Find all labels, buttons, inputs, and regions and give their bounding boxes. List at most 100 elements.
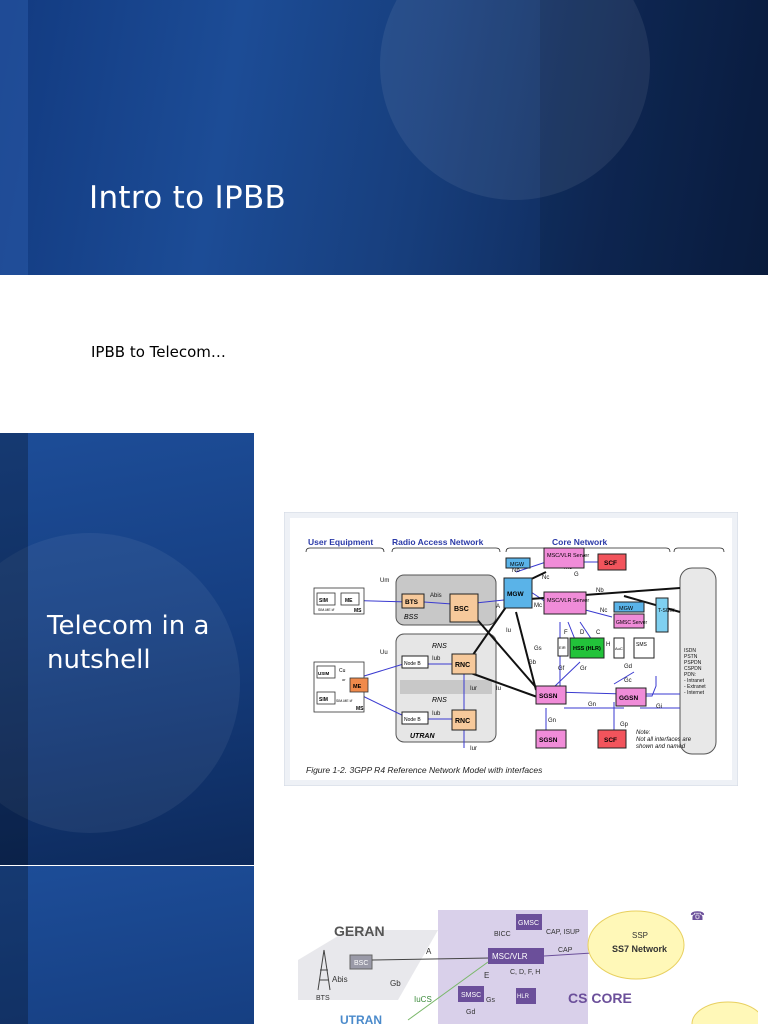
label-iub: Iub — [432, 711, 441, 717]
decorative-circle — [0, 533, 240, 833]
node-ggsn: GGSN — [619, 695, 638, 702]
slide-dark-band — [540, 0, 768, 275]
label-iub: Iub — [432, 656, 441, 662]
note-text: Note: — [636, 730, 651, 736]
label-nc: Nc — [542, 575, 549, 581]
slide-edge-strip — [0, 866, 28, 1024]
header-user-equipment: User Equipment — [308, 537, 373, 547]
label-nb: Nb — [512, 568, 520, 574]
header-radio-access-network: Radio Access Network — [392, 537, 484, 547]
node-me: ME — [345, 598, 353, 604]
section-title-line: nutshell — [47, 645, 151, 675]
node-auc: AuC — [615, 646, 623, 651]
label-g: G — [574, 572, 579, 578]
node-bts: BTS — [405, 599, 419, 606]
label-gf: Gf — [558, 666, 565, 672]
node-smsc: SMSC — [461, 992, 481, 999]
label-d: D — [580, 630, 585, 636]
section-slide-panel — [0, 866, 254, 1024]
label-gb: Gb — [390, 979, 401, 988]
note-text: Not all interfaces are — [636, 737, 692, 743]
label-cap-isup: CAP, ISUP — [546, 929, 580, 936]
figure-caption: Figure 1-2. 3GPP R4 Reference Network Mo… — [306, 765, 543, 775]
label-iur: Iur — [470, 746, 477, 752]
label-rns: RNS — [432, 697, 447, 704]
node-mgw: MGW — [510, 562, 525, 568]
node-sgsn: SGSN — [539, 737, 558, 744]
node-node-b: Node B — [404, 661, 421, 667]
pstn-label: PDN: — [684, 672, 696, 678]
label-gr: Gr — [580, 666, 587, 672]
node-sim: SIM — [319, 697, 328, 703]
slide-subtext: IPBB to Telecom… — [91, 343, 226, 361]
header-core-network: Core Network — [552, 537, 608, 547]
node-hss-hlr: HSS (HLR) — [573, 646, 601, 652]
pstn-label: - Extranet — [684, 684, 706, 690]
label-gc: Gc — [624, 678, 632, 684]
label-um: Um — [380, 578, 389, 584]
slide-edge-strip — [0, 433, 28, 865]
label-gd: Gd — [624, 664, 632, 670]
pstn-label: CSPDN — [684, 666, 702, 672]
label-gb: Gb — [528, 660, 537, 666]
label-gs: Gs — [486, 997, 495, 1004]
label-or: or — [342, 677, 346, 682]
label-gd: Gd — [466, 1009, 475, 1016]
node-hlr: HLR — [517, 994, 530, 1000]
label-a: A — [496, 604, 500, 610]
label-cu: Cu — [339, 668, 346, 674]
label-ssp: SSP — [632, 931, 648, 940]
label-bss: BSS — [404, 614, 418, 621]
label-utran: UTRAN — [340, 1013, 382, 1024]
pstn-label: PSTN — [684, 654, 698, 660]
label-nb: Nb — [596, 588, 604, 594]
label-h: H — [606, 642, 610, 648]
label-c: C — [596, 630, 601, 636]
slide-edge-strip — [0, 0, 28, 275]
title-slide: Intro to IPBB — [0, 0, 768, 275]
node-me: ME — [353, 684, 362, 690]
node-eir: EIR — [559, 645, 566, 650]
node-sms: SMS — [636, 642, 648, 648]
node-rnc: RNC — [455, 662, 470, 669]
label-iups: Iu — [496, 686, 501, 692]
label-a: A — [426, 947, 432, 956]
bts-tower-icon — [317, 949, 331, 991]
node-bsc: BSC — [454, 606, 469, 613]
node-msc-vlr: MSC/VLR — [492, 952, 528, 961]
label-utran: UTRAN — [410, 733, 435, 740]
node-msc-vlr-server: MSC/VLR Server — [547, 553, 589, 559]
label-iucs: Iu — [506, 628, 511, 634]
pstn-label: - Intranet — [684, 678, 705, 684]
label-gi: Gi — [656, 704, 662, 710]
pstn-label: PSPDN — [684, 660, 702, 666]
note-text: shown and named — [636, 744, 686, 750]
section-title: Telecom in a nutshell — [47, 609, 247, 677]
pstn-label: ISDN — [684, 648, 696, 654]
node-bsc: BSC — [354, 960, 368, 967]
label-f: F — [564, 630, 568, 636]
phone-icon: ☎ — [690, 909, 705, 923]
node-rnc: RNC — [455, 718, 470, 725]
label-geran: GERAN — [334, 923, 385, 939]
label-mc: Mc — [534, 603, 542, 609]
label-gn: Gn — [588, 702, 596, 708]
section-slide-panel: Telecom in a nutshell — [0, 433, 254, 865]
label-e: E — [484, 971, 489, 980]
label-ms: MS — [354, 608, 362, 614]
pstn-label: - Internet — [684, 690, 705, 696]
section-title-line: Telecom in a — [47, 611, 210, 641]
label-cs-core: CS CORE — [568, 990, 632, 1006]
node-msc-vlr-server: MSC/VLR Server — [547, 598, 589, 604]
node-node-b: Node B — [404, 717, 421, 723]
node-t-sgw: T-SGW — [658, 608, 675, 614]
slide-title: Intro to IPBB — [89, 180, 287, 216]
label-bts: BTS — [316, 995, 330, 1002]
label-nc: Nc — [600, 608, 607, 614]
node-gmsc-server: GMSC Server — [616, 620, 647, 626]
label-iur: Iur — [470, 686, 477, 692]
node-mgw: MGW — [507, 591, 524, 598]
node-sgsn: SGSN — [539, 693, 558, 700]
label-abis: Abis — [430, 593, 442, 599]
label-uu: Uu — [380, 650, 388, 656]
